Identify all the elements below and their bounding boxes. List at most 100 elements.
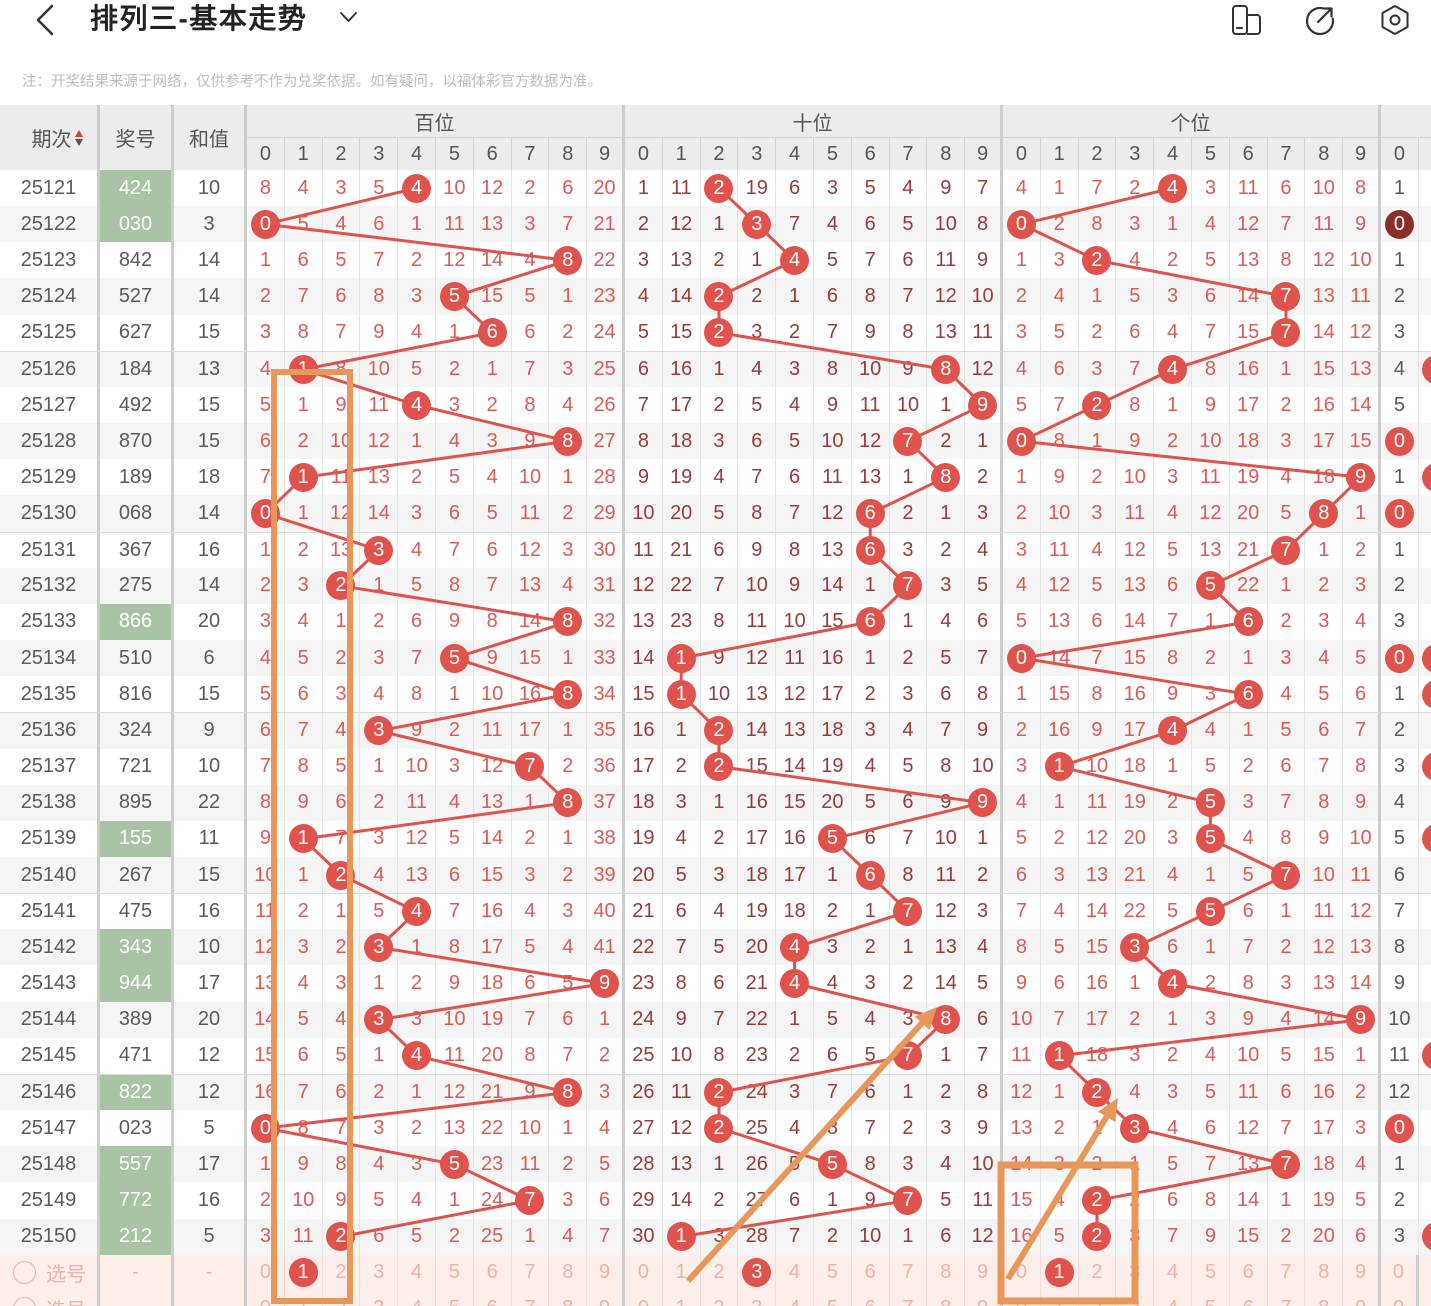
title-dropdown-button[interactable] bbox=[339, 11, 358, 24]
tens-pick-3[interactable]: 3 bbox=[738, 1254, 777, 1291]
units-pick-4[interactable]: 4 bbox=[1154, 1254, 1192, 1291]
tens-pick-8[interactable]: 8 bbox=[927, 1290, 966, 1306]
units-pick-6[interactable]: 6 bbox=[1230, 1290, 1268, 1306]
units-pick-2[interactable]: 2 bbox=[1079, 1290, 1117, 1306]
tens-pick-6[interactable]: 6 bbox=[852, 1290, 890, 1306]
issue-column-header[interactable]: 期次 bbox=[0, 105, 100, 170]
hundreds-pick-6[interactable]: 6 bbox=[474, 1254, 512, 1291]
hundreds-pick-8[interactable]: 8 bbox=[549, 1254, 588, 1291]
units-pick-4[interactable]: 4 bbox=[1154, 1290, 1192, 1306]
distribution-digit-1-cell bbox=[1419, 857, 1431, 893]
hundreds-digit-2-cell: 8 bbox=[323, 1146, 361, 1183]
hundreds-digit-6-cell: 4 bbox=[474, 459, 512, 496]
tens-pick-1[interactable]: 1 bbox=[663, 1254, 701, 1291]
tens-pick-8[interactable]: 8 bbox=[927, 1254, 966, 1291]
hundreds-digit-0-cell: 12 bbox=[247, 929, 285, 966]
hundreds-pick-9[interactable]: 9 bbox=[587, 1290, 625, 1306]
units-pick-1[interactable]: 1 bbox=[1041, 1290, 1079, 1306]
sort-icon[interactable] bbox=[74, 129, 83, 146]
landscape-view-button[interactable] bbox=[1231, 4, 1263, 36]
tens-pick-7[interactable]: 7 bbox=[890, 1290, 928, 1306]
tens-digit-5-cell: 14 bbox=[814, 567, 852, 604]
page-title[interactable]: 排列三-基本走势 bbox=[90, 3, 308, 34]
units-pick-7[interactable]: 7 bbox=[1268, 1290, 1306, 1306]
sum-cell: 15 bbox=[174, 856, 247, 894]
tens-pick-2[interactable]: 2 bbox=[701, 1290, 739, 1306]
hundreds-pick-8[interactable]: 8 bbox=[549, 1290, 588, 1306]
units-pick-0[interactable]: 0 bbox=[1003, 1290, 1041, 1306]
winning-number-cell: 822 bbox=[100, 1074, 174, 1111]
tens-pick-6[interactable]: 6 bbox=[852, 1254, 890, 1291]
distribution-digit-1-cell bbox=[1419, 170, 1431, 206]
units-pick-2[interactable]: 2 bbox=[1079, 1254, 1117, 1291]
hundreds-pick-7[interactable]: 7 bbox=[512, 1290, 550, 1306]
tens-pick-9[interactable]: 9 bbox=[965, 1254, 1003, 1291]
tens-pick-5[interactable]: 5 bbox=[814, 1254, 852, 1291]
units-pick-9[interactable]: 9 bbox=[1343, 1254, 1381, 1291]
tens-digit-1-cell: 21 bbox=[663, 532, 701, 568]
selected-digit-ball[interactable]: 1 bbox=[1044, 1258, 1074, 1288]
units-pick-8[interactable]: 8 bbox=[1305, 1254, 1344, 1291]
hundreds-pick-7[interactable]: 7 bbox=[512, 1254, 550, 1291]
tens-pick-9[interactable]: 9 bbox=[965, 1290, 1003, 1306]
share-button[interactable] bbox=[1304, 4, 1336, 36]
hundreds-pick-1[interactable]: 1 bbox=[285, 1290, 323, 1306]
hundreds-pick-5[interactable]: 5 bbox=[436, 1254, 474, 1291]
distribution-pick-0[interactable]: 0 bbox=[1381, 1290, 1419, 1306]
back-button[interactable] bbox=[32, 3, 58, 37]
tens-digit-3-cell: 12 bbox=[738, 640, 777, 677]
hundreds-pick-1[interactable]: 1 bbox=[285, 1254, 323, 1291]
hundreds-pick-2[interactable]: 2 bbox=[323, 1254, 361, 1291]
hundreds-pick-0[interactable]: 0 bbox=[247, 1290, 285, 1306]
distribution-pick-0[interactable]: 0 bbox=[1381, 1254, 1419, 1291]
hundreds-pick-5[interactable]: 5 bbox=[436, 1290, 474, 1306]
selected-digit-ball[interactable]: 1 bbox=[288, 1258, 318, 1288]
tens-pick-1[interactable]: 1 bbox=[663, 1290, 701, 1306]
tens-digit-8-cell: 10 bbox=[927, 206, 966, 243]
units-digit-4-cell: 6 bbox=[1154, 929, 1192, 966]
units-pick-6[interactable]: 6 bbox=[1230, 1254, 1268, 1291]
tens-pick-4[interactable]: 4 bbox=[776, 1254, 814, 1291]
selected-digit-ball[interactable]: 3 bbox=[742, 1258, 772, 1288]
units-pick-3[interactable]: 3 bbox=[1116, 1254, 1155, 1291]
settings-button[interactable] bbox=[1379, 4, 1411, 36]
hundreds-pick-0[interactable]: 0 bbox=[247, 1254, 285, 1291]
tens-pick-7[interactable]: 7 bbox=[890, 1254, 928, 1291]
radio-button[interactable] bbox=[13, 1297, 36, 1306]
units-pick-8[interactable]: 8 bbox=[1305, 1290, 1344, 1306]
units-digit-9-cell: 9 bbox=[1343, 206, 1381, 243]
tens-pick-2[interactable]: 2 bbox=[701, 1254, 739, 1291]
hundreds-pick-3[interactable]: 3 bbox=[360, 1290, 399, 1306]
radio-button[interactable] bbox=[13, 1261, 36, 1285]
hundreds-digit-8-cell: 6 bbox=[549, 170, 588, 207]
tens-pick-3[interactable]: 3 bbox=[738, 1290, 777, 1306]
tens-pick-0[interactable]: 0 bbox=[625, 1254, 663, 1291]
units-digit-2-cell: 14 bbox=[1079, 894, 1117, 930]
units-pick-7[interactable]: 7 bbox=[1268, 1254, 1306, 1291]
select-toggle[interactable]: 选号 bbox=[0, 1290, 100, 1306]
hundreds-digit-1-cell: 6 bbox=[285, 1037, 323, 1074]
distribution-digit-0-cell: 5 bbox=[1381, 386, 1419, 424]
hundreds-pick-9[interactable]: 9 bbox=[587, 1254, 625, 1291]
hundreds-pick-3[interactable]: 3 bbox=[360, 1254, 399, 1291]
hundreds-pick-6[interactable]: 6 bbox=[474, 1290, 512, 1306]
units-pick-5[interactable]: 5 bbox=[1192, 1290, 1230, 1306]
units-pick-5[interactable]: 5 bbox=[1192, 1254, 1230, 1291]
units-pick-9[interactable]: 9 bbox=[1343, 1290, 1381, 1306]
select-toggle[interactable]: 选号 bbox=[0, 1254, 100, 1291]
tens-pick-5[interactable]: 5 bbox=[814, 1290, 852, 1306]
tens-pick-0[interactable]: 0 bbox=[625, 1290, 663, 1306]
units-pick-0[interactable]: 0 bbox=[1003, 1254, 1041, 1291]
units-pick-3[interactable]: 3 bbox=[1116, 1290, 1155, 1306]
tens-digit-8-cell: 13 bbox=[927, 314, 966, 351]
tens-pick-4[interactable]: 4 bbox=[776, 1290, 814, 1306]
units-pick-1[interactable]: 1 bbox=[1041, 1254, 1079, 1291]
hundreds-pick-4[interactable]: 4 bbox=[398, 1254, 436, 1291]
hundreds-pick-4[interactable]: 4 bbox=[398, 1290, 436, 1306]
hundreds-pick-2[interactable]: 2 bbox=[323, 1290, 361, 1306]
tens-digit-8-cell: 3 bbox=[927, 1110, 966, 1147]
